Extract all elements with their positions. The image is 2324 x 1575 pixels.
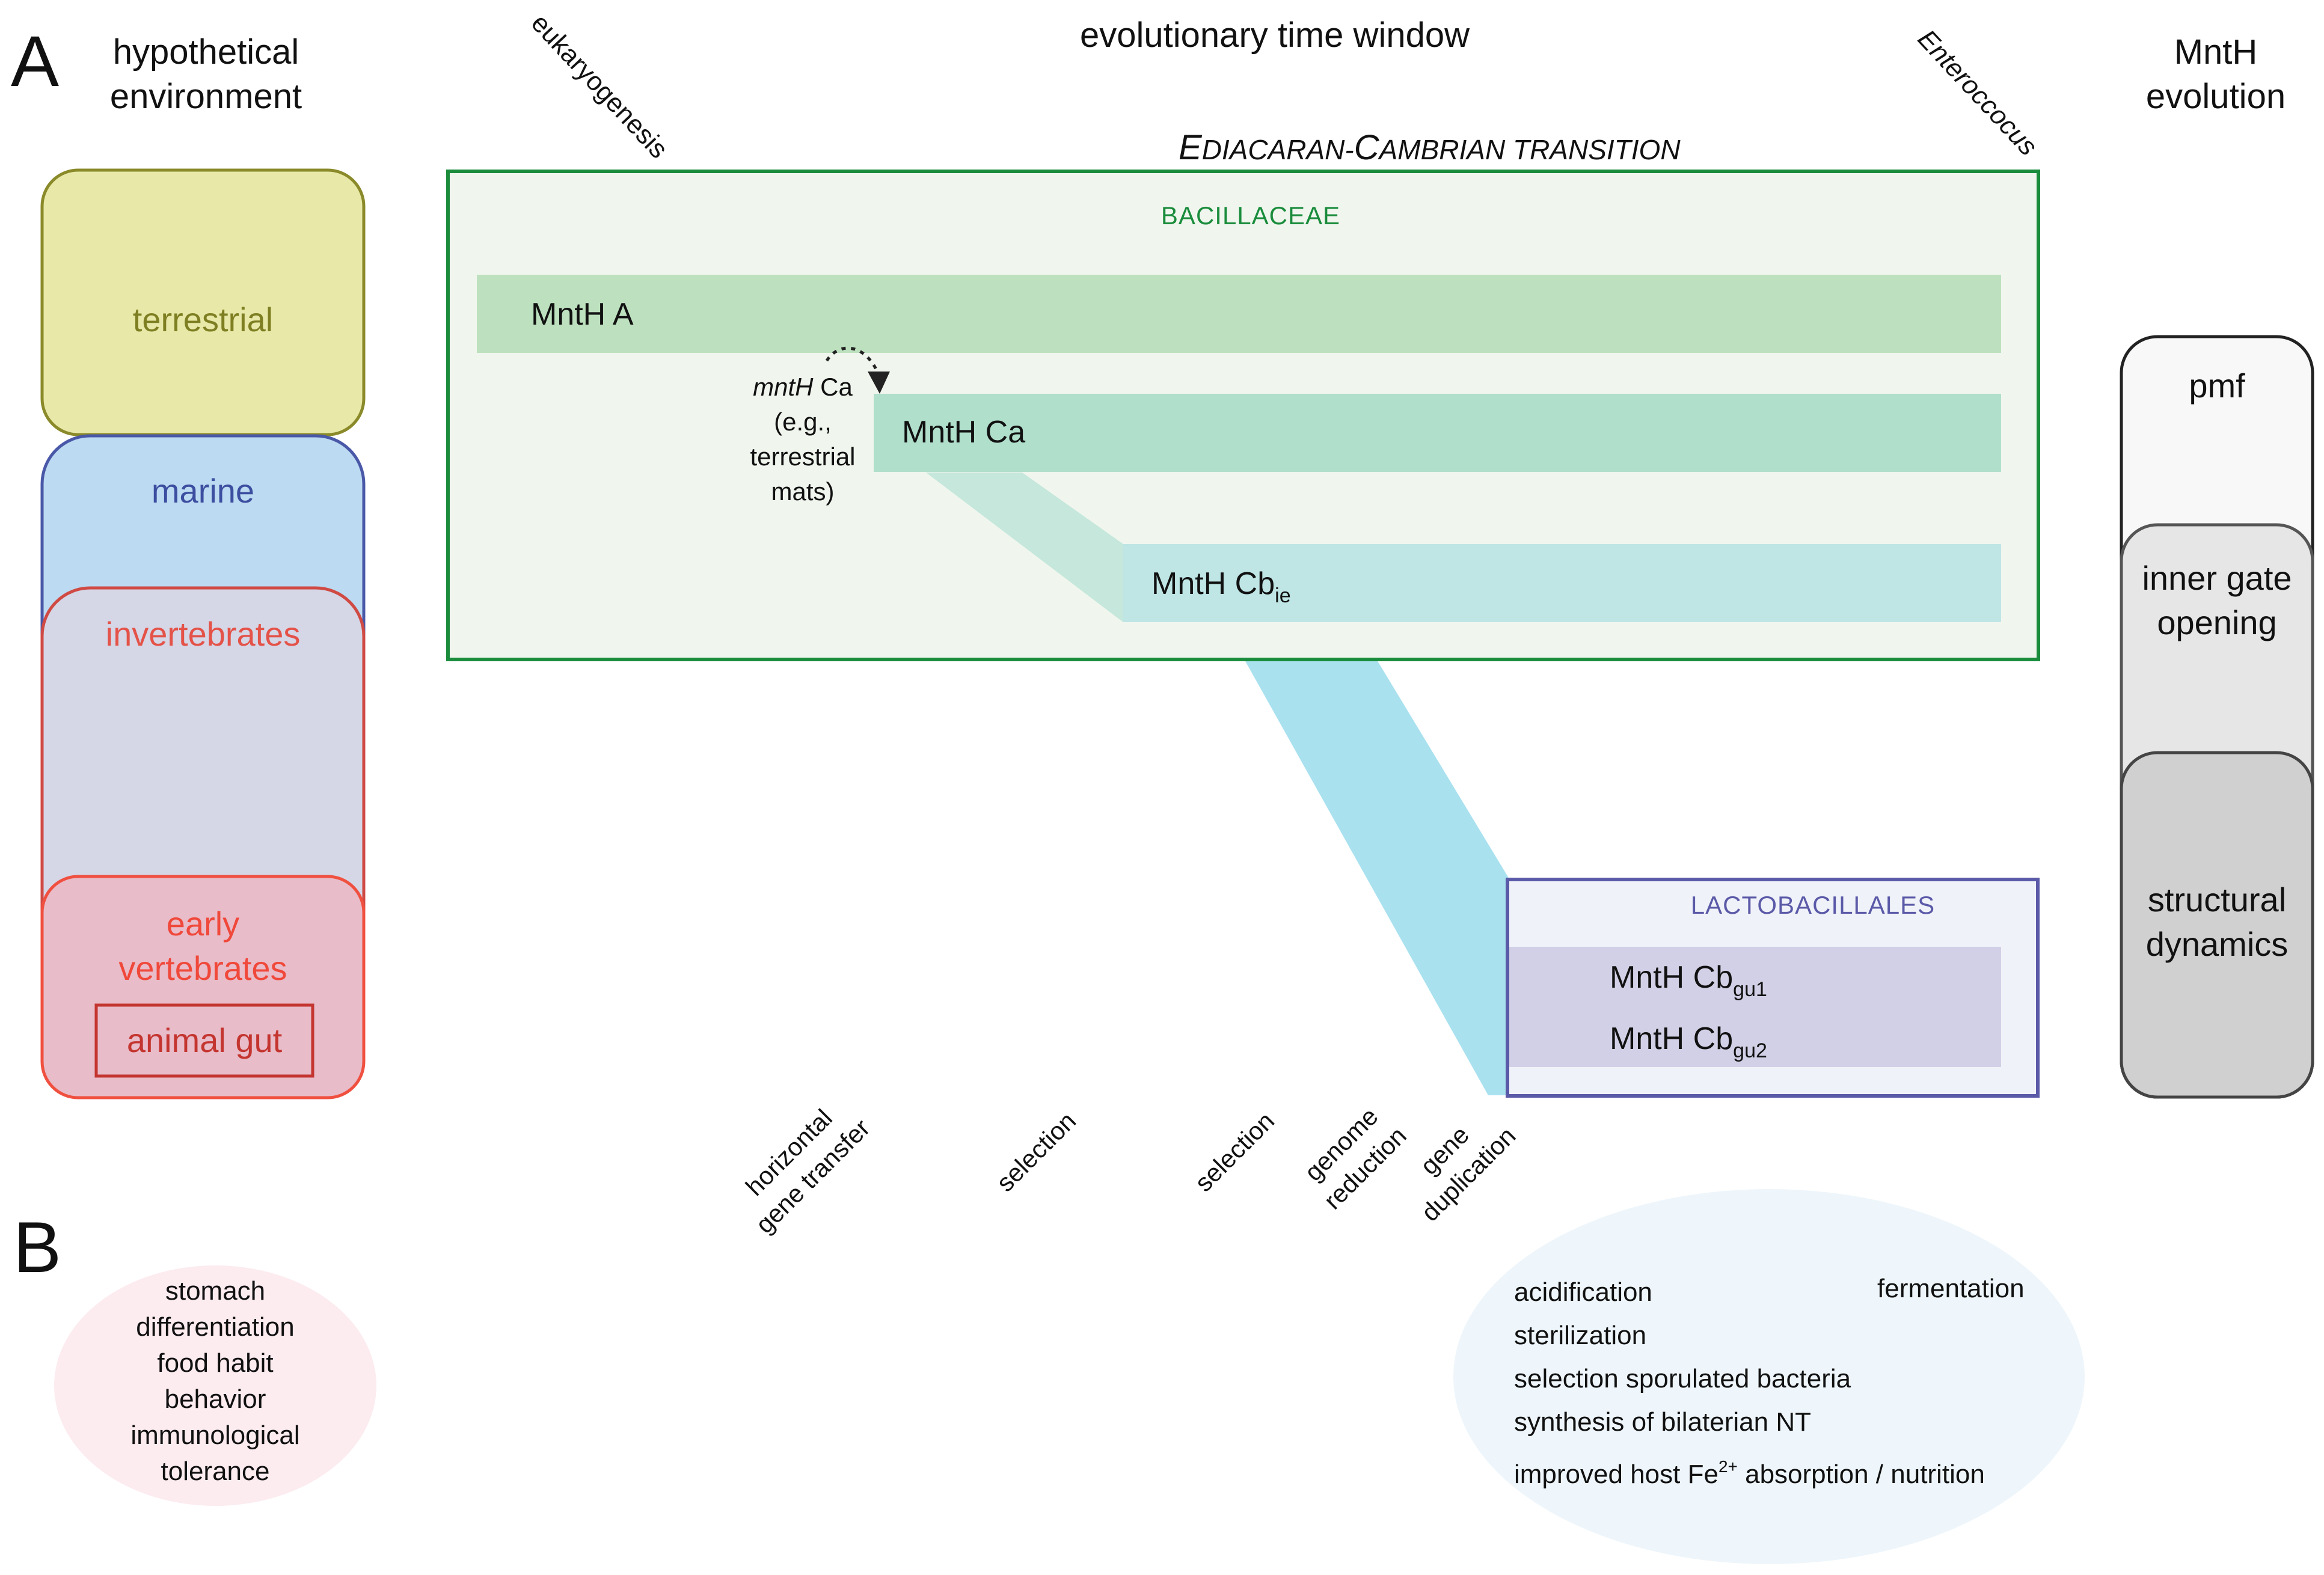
panel-label-a: A [11, 21, 60, 102]
ediacaran-cambrian-label: EDIACARAN-CAMBRIAN TRANSITION [1179, 128, 1681, 167]
env-terrestrial-label: terrestrial [132, 301, 274, 338]
env-invertebrates-label: invertebrates [105, 615, 301, 653]
env-marine-label: marine [151, 472, 255, 510]
lane-label-mnth-cb-gu2: MntH Cbgu2 [1610, 1021, 1767, 1062]
lane-label-mnth-cb-gu1: MntH Cbgu1 [1610, 960, 1767, 1001]
lane-mnth-a [477, 275, 2001, 353]
lane-mnth-cb-gu [1509, 947, 2001, 1067]
lane-mnth-cb-ie [1123, 544, 2001, 622]
env-early-vertebrates-box [40, 875, 366, 1099]
panel-label-b: B [13, 1207, 62, 1288]
panel-b-sterilization: sterilization [1514, 1321, 1647, 1350]
connector-ca-to-cbie [926, 472, 1123, 622]
hgt-arrowhead [868, 372, 890, 394]
heading-mnth-evolution: MntH evolution [2145, 32, 2286, 116]
panel-b-fermentation: fermentation [1877, 1274, 2025, 1303]
stage-pmf-label: pmf [2189, 367, 2245, 405]
lane-label-mnth-ca: MntH Ca [902, 415, 1026, 450]
env-animal-gut-label: animal gut [126, 1021, 283, 1059]
lane-label-mnth-a: MntH A [531, 297, 634, 332]
panel-b-left-ellipse [54, 1265, 376, 1506]
panel-b-acidification: acidification [1514, 1277, 1652, 1307]
panel-b-fe-absorption: improved host Fe2+ absorption / nutritio… [1514, 1457, 1985, 1489]
lane-label-mnth-cb-ie: MntH Cbie [1151, 566, 1291, 607]
panel-b-right-ellipse [1453, 1189, 2085, 1564]
hgt-note: mntH Ca (e.g., terrestrial mats) [750, 373, 856, 506]
panel-b-synthesis: synthesis of bilaterian NT [1514, 1407, 1811, 1437]
bacillaceae-label: BACILLACEAE [1160, 201, 1341, 230]
heading-time-window: evolutionary time window [1080, 16, 1470, 55]
panel-b-selection-sporulated: selection sporulated bacteria [1514, 1364, 1851, 1393]
stage-structural-label: structural dynamics [2145, 881, 2289, 963]
env-animal-gut-box [94, 1003, 314, 1078]
lactobacillales-label: LACTOBACILLALES [1690, 891, 1936, 919]
lane-mnth-ca [874, 394, 2001, 472]
connector-to-lactobacillales [1245, 660, 1509, 1095]
stage-structural-box [2120, 751, 2314, 1099]
hgt-dotted-arrow [825, 346, 881, 376]
heading-environment: hypothetical environment [109, 32, 302, 116]
panel-b-host-factors: stomach differentiation food habit behav… [130, 1276, 300, 1486]
stage-inner-gate-label: inner gate opening [2142, 559, 2292, 641]
env-early-vertebrates-label: early vertebrates [118, 905, 287, 987]
